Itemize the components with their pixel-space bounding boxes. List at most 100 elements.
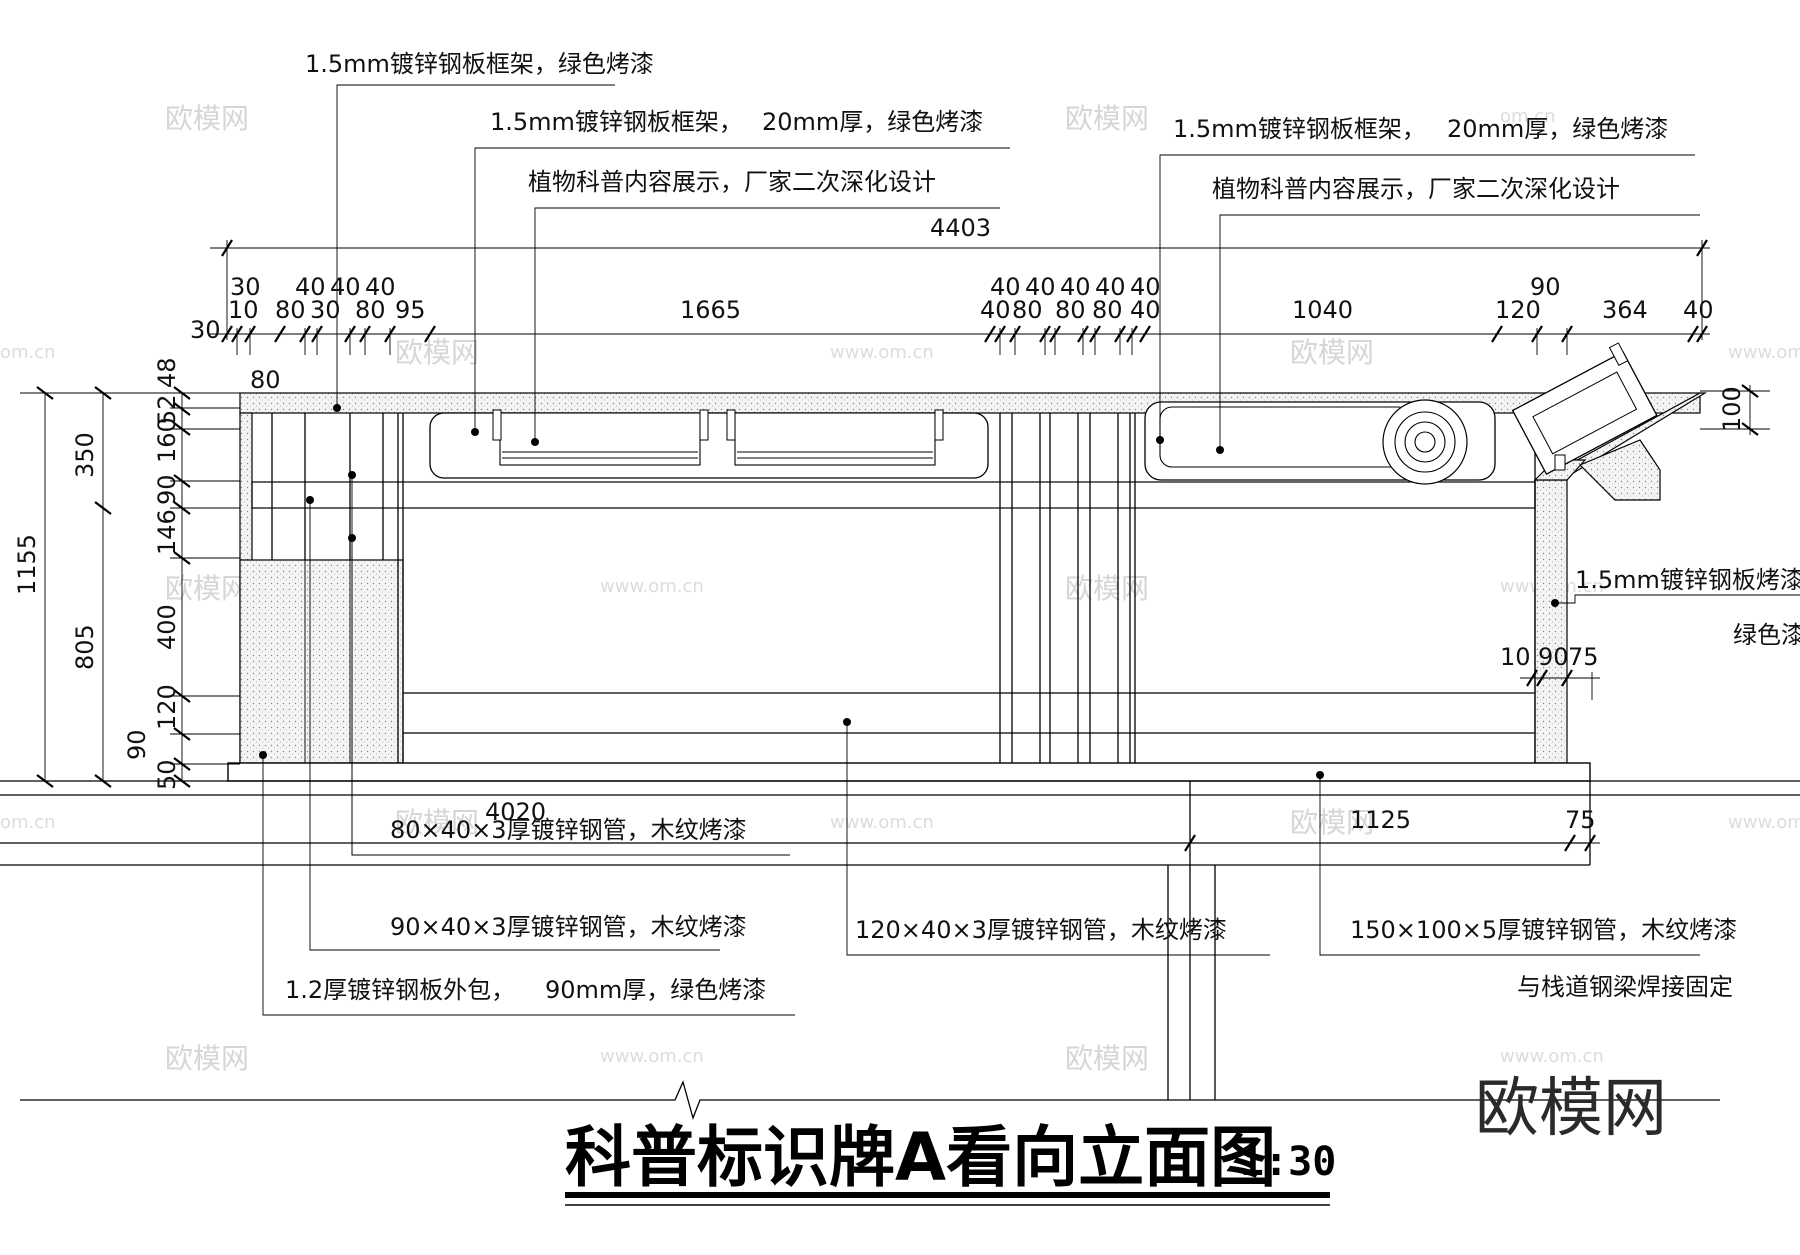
dim-left-inner: 400 [153, 604, 181, 650]
dim-top: 80 [275, 296, 306, 324]
dim-left-inner: 90 [123, 729, 151, 760]
dim-80: 80 [250, 366, 281, 394]
dim-top-upper: 30 [230, 273, 261, 301]
leader-lines [259, 84, 1800, 1016]
note-frame-right-panel: 1.5mm镀锌钢板框架， [1173, 115, 1426, 143]
note-cladding-thk: 90mm厚，绿色烤漆 [545, 976, 766, 1004]
note-pipe-150: 150×100×5厚镀锌钢管，木纹烤漆 [1350, 916, 1737, 944]
dim-top: 1665 [680, 296, 741, 324]
dim-top: 40 [980, 296, 1011, 324]
note-side-plate-color: 绿色漆 [1733, 621, 1800, 649]
dim-bottom-left: 4020 [485, 798, 546, 826]
dim-top: 120 [1495, 296, 1541, 324]
tilted-device [1511, 342, 1658, 475]
dim-left-mid: 350 [71, 432, 99, 478]
watermark: 欧模网 [165, 1042, 249, 1075]
drawing-title: 科普标识牌A看向立面图 [565, 1119, 1276, 1196]
dim-left-inner: 120 [153, 684, 181, 730]
watermark-url: www.om.cn [830, 342, 934, 363]
watermark: 欧模网 [1290, 806, 1374, 839]
dim-right-side: 75 [1568, 643, 1599, 671]
dim-right-side: 90 [1538, 643, 1569, 671]
dim-top: 40 [1130, 296, 1161, 324]
watermark-url: om.cn [1500, 106, 1556, 127]
watermark-url: om.cn [0, 812, 56, 833]
watermark: 欧模网 [1065, 102, 1149, 135]
watermark: 欧模网 [1290, 336, 1374, 369]
watermarks: 欧模网 欧模网 om.cn om.cn om.cn 欧模网 www.om.cn … [0, 102, 1800, 1075]
dim-left-inner: 50 [153, 759, 181, 790]
note-content-right: 植物科普内容展示，厂家二次深化设计 [1212, 175, 1620, 203]
dim-top-upper: 40 [990, 273, 1021, 301]
dim-overall: 4403 [930, 214, 991, 242]
left-display-board-a [499, 412, 701, 466]
dim-left-inner: 52 [153, 394, 181, 425]
dim-top: 80 [1012, 296, 1043, 324]
note-pipe-90: 90×40×3厚镀锌钢管，木纹烤漆 [390, 913, 747, 941]
note-frame-left-panel-thk: 20mm厚，绿色烤漆 [762, 108, 983, 136]
dim-top-upper: 40 [1130, 273, 1161, 301]
watermark: 欧模网 [395, 336, 479, 369]
right-display-board [1159, 406, 1411, 468]
dim-left-inner: 48 [153, 357, 181, 388]
dim-left-inner: 146 [153, 509, 181, 555]
dim-top: 80 [1055, 296, 1086, 324]
dim-left-inner: 90 [153, 474, 181, 505]
sign-structure [0, 342, 1800, 1121]
annotations: 1.5mm镀锌钢板框架，绿色烤漆 1.5mm镀锌钢板框架， 20mm厚，绿色烤漆… [285, 50, 1800, 1004]
watermark-url: www.om.cn [1500, 1046, 1604, 1067]
dim-left-outer: 1155 [13, 534, 41, 595]
dim-top-upper: 40 [295, 273, 326, 301]
dim-top: 30 [190, 316, 221, 344]
watermark-url: www.om.cn [1728, 812, 1800, 833]
watermark: 欧模网 [165, 572, 249, 605]
note-side-plate: 1.5mm镀锌钢板烤漆 [1575, 566, 1800, 594]
base-plate [227, 762, 1591, 782]
dim-top: 95 [395, 296, 426, 324]
middle-beam [251, 481, 1536, 509]
dimension-lines [0, 239, 1770, 852]
note-frame-left-panel: 1.5mm镀锌钢板框架， [490, 108, 743, 136]
watermark-url: www.om.cn [600, 576, 704, 597]
dimension-text: 4403 30 10 80 30 80 95 1665 40 80 80 80 … [13, 214, 1746, 834]
dim-left-mid: 805 [71, 624, 99, 670]
dim-top: 30 [310, 296, 341, 324]
note-frame-top-left: 1.5mm镀锌钢板框架，绿色烤漆 [305, 50, 654, 78]
dim-bottom-right-end: 75 [1565, 806, 1596, 834]
dim-left-inner: 160 [153, 417, 181, 463]
note-content-left: 植物科普内容展示，厂家二次深化设计 [528, 168, 936, 196]
note-pipe-150-fix: 与栈道钢梁焊接固定 [1517, 973, 1733, 1001]
dim-top: 10 [228, 296, 259, 324]
title-block: 科普标识牌A看向立面图 1:30 欧模网 [565, 1072, 1667, 1206]
dim-top: 1040 [1292, 296, 1353, 324]
note-frame-right-panel-thk: 20mm厚，绿色烤漆 [1447, 115, 1668, 143]
lower-cladding [239, 559, 404, 764]
left-display-board-b [734, 412, 936, 466]
dim-top-upper: 90 [1530, 273, 1561, 301]
dim-top: 40 [1683, 296, 1714, 324]
watermark-url: www.om.cn [1728, 342, 1800, 363]
watermark-url: www.om.cn [830, 812, 934, 833]
dim-right-side: 10 [1500, 643, 1531, 671]
brand-logo: 欧模网 [1475, 1072, 1667, 1146]
dim-top-upper: 40 [365, 273, 396, 301]
watermark: 欧模网 [395, 806, 479, 839]
dim-right-top: 100 [1718, 386, 1746, 432]
note-pipe-120: 120×40×3厚镀锌钢管，木纹烤漆 [855, 916, 1227, 944]
drawing-scale: 1:30 [1240, 1139, 1336, 1185]
right-side-plate [1534, 479, 1568, 764]
dim-top: 80 [355, 296, 386, 324]
dim-top-upper: 40 [1060, 273, 1091, 301]
watermark-url: om.cn [620, 106, 676, 127]
dim-top: 364 [1602, 296, 1648, 324]
dim-bottom-right: 1125 [1350, 806, 1411, 834]
dim-top-upper: 40 [1095, 273, 1126, 301]
dim-top-upper: 40 [330, 273, 361, 301]
watermark: 欧模网 [1065, 1042, 1149, 1075]
watermark-url: om.cn [0, 342, 56, 363]
dim-top-upper: 40 [1025, 273, 1056, 301]
note-cladding: 1.2厚镀锌钢板外包， [285, 976, 515, 1004]
watermark-url: www.om.cn [600, 1046, 704, 1067]
dim-top: 80 [1092, 296, 1123, 324]
